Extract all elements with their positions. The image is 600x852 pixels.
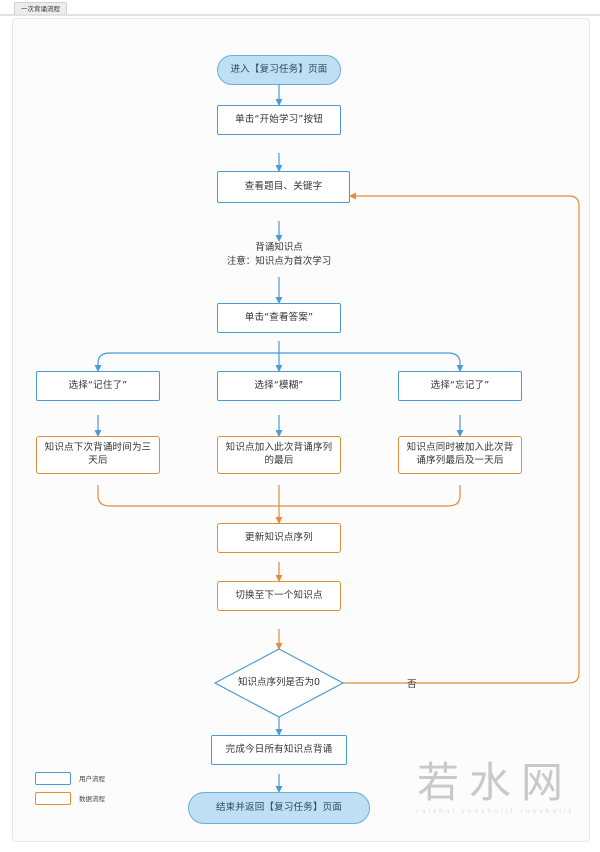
node-choose-remembered[interactable]: 选择“记住了” (36, 371, 160, 401)
node-view-question[interactable]: 查看题目、关键字 (217, 171, 350, 203)
node-start[interactable]: 进入【复习任务】页面 (217, 55, 341, 85)
node-finish-all-today[interactable]: 完成今日所有知识点背诵 (211, 735, 347, 765)
legend-label-user-flow: 用户流程 (79, 775, 105, 783)
node-decision-sequence-zero[interactable]: 知识点序列是否为0 (229, 665, 329, 701)
tab-bar: 一次背诵流程 (0, 0, 600, 16)
diagram-canvas[interactable]: 进入【复习任务】页面 单击“开始学习”按钮 查看题目、关键字 背诵知识点 注意：… (12, 18, 590, 842)
node-data-next-in-three-days-label: 知识点下次背诵时间为三天后 (44, 442, 152, 466)
node-click-view-answer-label: 单击“查看答案” (244, 311, 314, 323)
legend-swatch-data-flow (35, 791, 71, 805)
node-end-return[interactable]: 结束并返回【复习任务】页面 (188, 792, 370, 824)
node-update-sequence-label: 更新知识点序列 (245, 531, 313, 543)
edge-label-no: 否 (407, 679, 417, 690)
annotation-memorize-line1: 背诵知识点 (255, 242, 303, 253)
node-choose-forgot[interactable]: 选择“忘记了” (398, 371, 522, 401)
legend-label-data-flow: 数据流程 (79, 795, 105, 803)
node-update-sequence[interactable]: 更新知识点序列 (217, 523, 341, 553)
node-switch-next-point-label: 切换至下一个知识点 (235, 589, 323, 601)
legend: 用户流程 数据流程 (35, 771, 105, 811)
node-view-question-label: 查看题目、关键字 (244, 180, 323, 192)
node-choose-remembered-label: 选择“记住了” (68, 379, 128, 391)
annotation-memorize: 背诵知识点 注意：知识点为首次学习 (179, 241, 379, 270)
node-data-append-to-end-label: 知识点加入此次背诵序列的最后 (225, 442, 333, 466)
node-start-label: 进入【复习任务】页面 (230, 63, 328, 75)
legend-swatch-user-flow (35, 771, 71, 785)
node-click-start-study[interactable]: 单击“开始学习”按钮 (217, 105, 341, 135)
legend-item-data-flow: 数据流程 (35, 791, 105, 805)
node-decision-sequence-zero-label: 知识点序列是否为0 (237, 676, 321, 688)
legend-item-user-flow: 用户流程 (35, 771, 105, 785)
node-data-append-to-end[interactable]: 知识点加入此次背诵序列的最后 (217, 436, 341, 474)
node-click-start-study-label: 单击“开始学习”按钮 (235, 113, 323, 125)
node-switch-next-point[interactable]: 切换至下一个知识点 (217, 581, 341, 611)
node-data-end-and-next-day[interactable]: 知识点同时被加入此次背诵序列最后及一天后 (398, 436, 522, 474)
annotation-memorize-line2: 注意：知识点为首次学习 (226, 256, 332, 268)
node-choose-forgot-label: 选择“忘记了” (430, 379, 490, 391)
node-data-end-and-next-day-label: 知识点同时被加入此次背诵序列最后及一天后 (406, 442, 514, 466)
tab-underline (0, 14, 600, 16)
connector-layer (94, 84, 580, 793)
node-finish-all-today-label: 完成今日所有知识点背诵 (225, 743, 333, 755)
node-choose-vague[interactable]: 选择“模糊” (217, 371, 341, 401)
node-data-next-in-three-days[interactable]: 知识点下次背诵时间为三天后 (36, 436, 160, 474)
node-choose-vague-label: 选择“模糊” (254, 379, 304, 391)
node-end-return-label: 结束并返回【复习任务】页面 (215, 801, 343, 813)
node-click-view-answer[interactable]: 单击“查看答案” (217, 303, 341, 333)
